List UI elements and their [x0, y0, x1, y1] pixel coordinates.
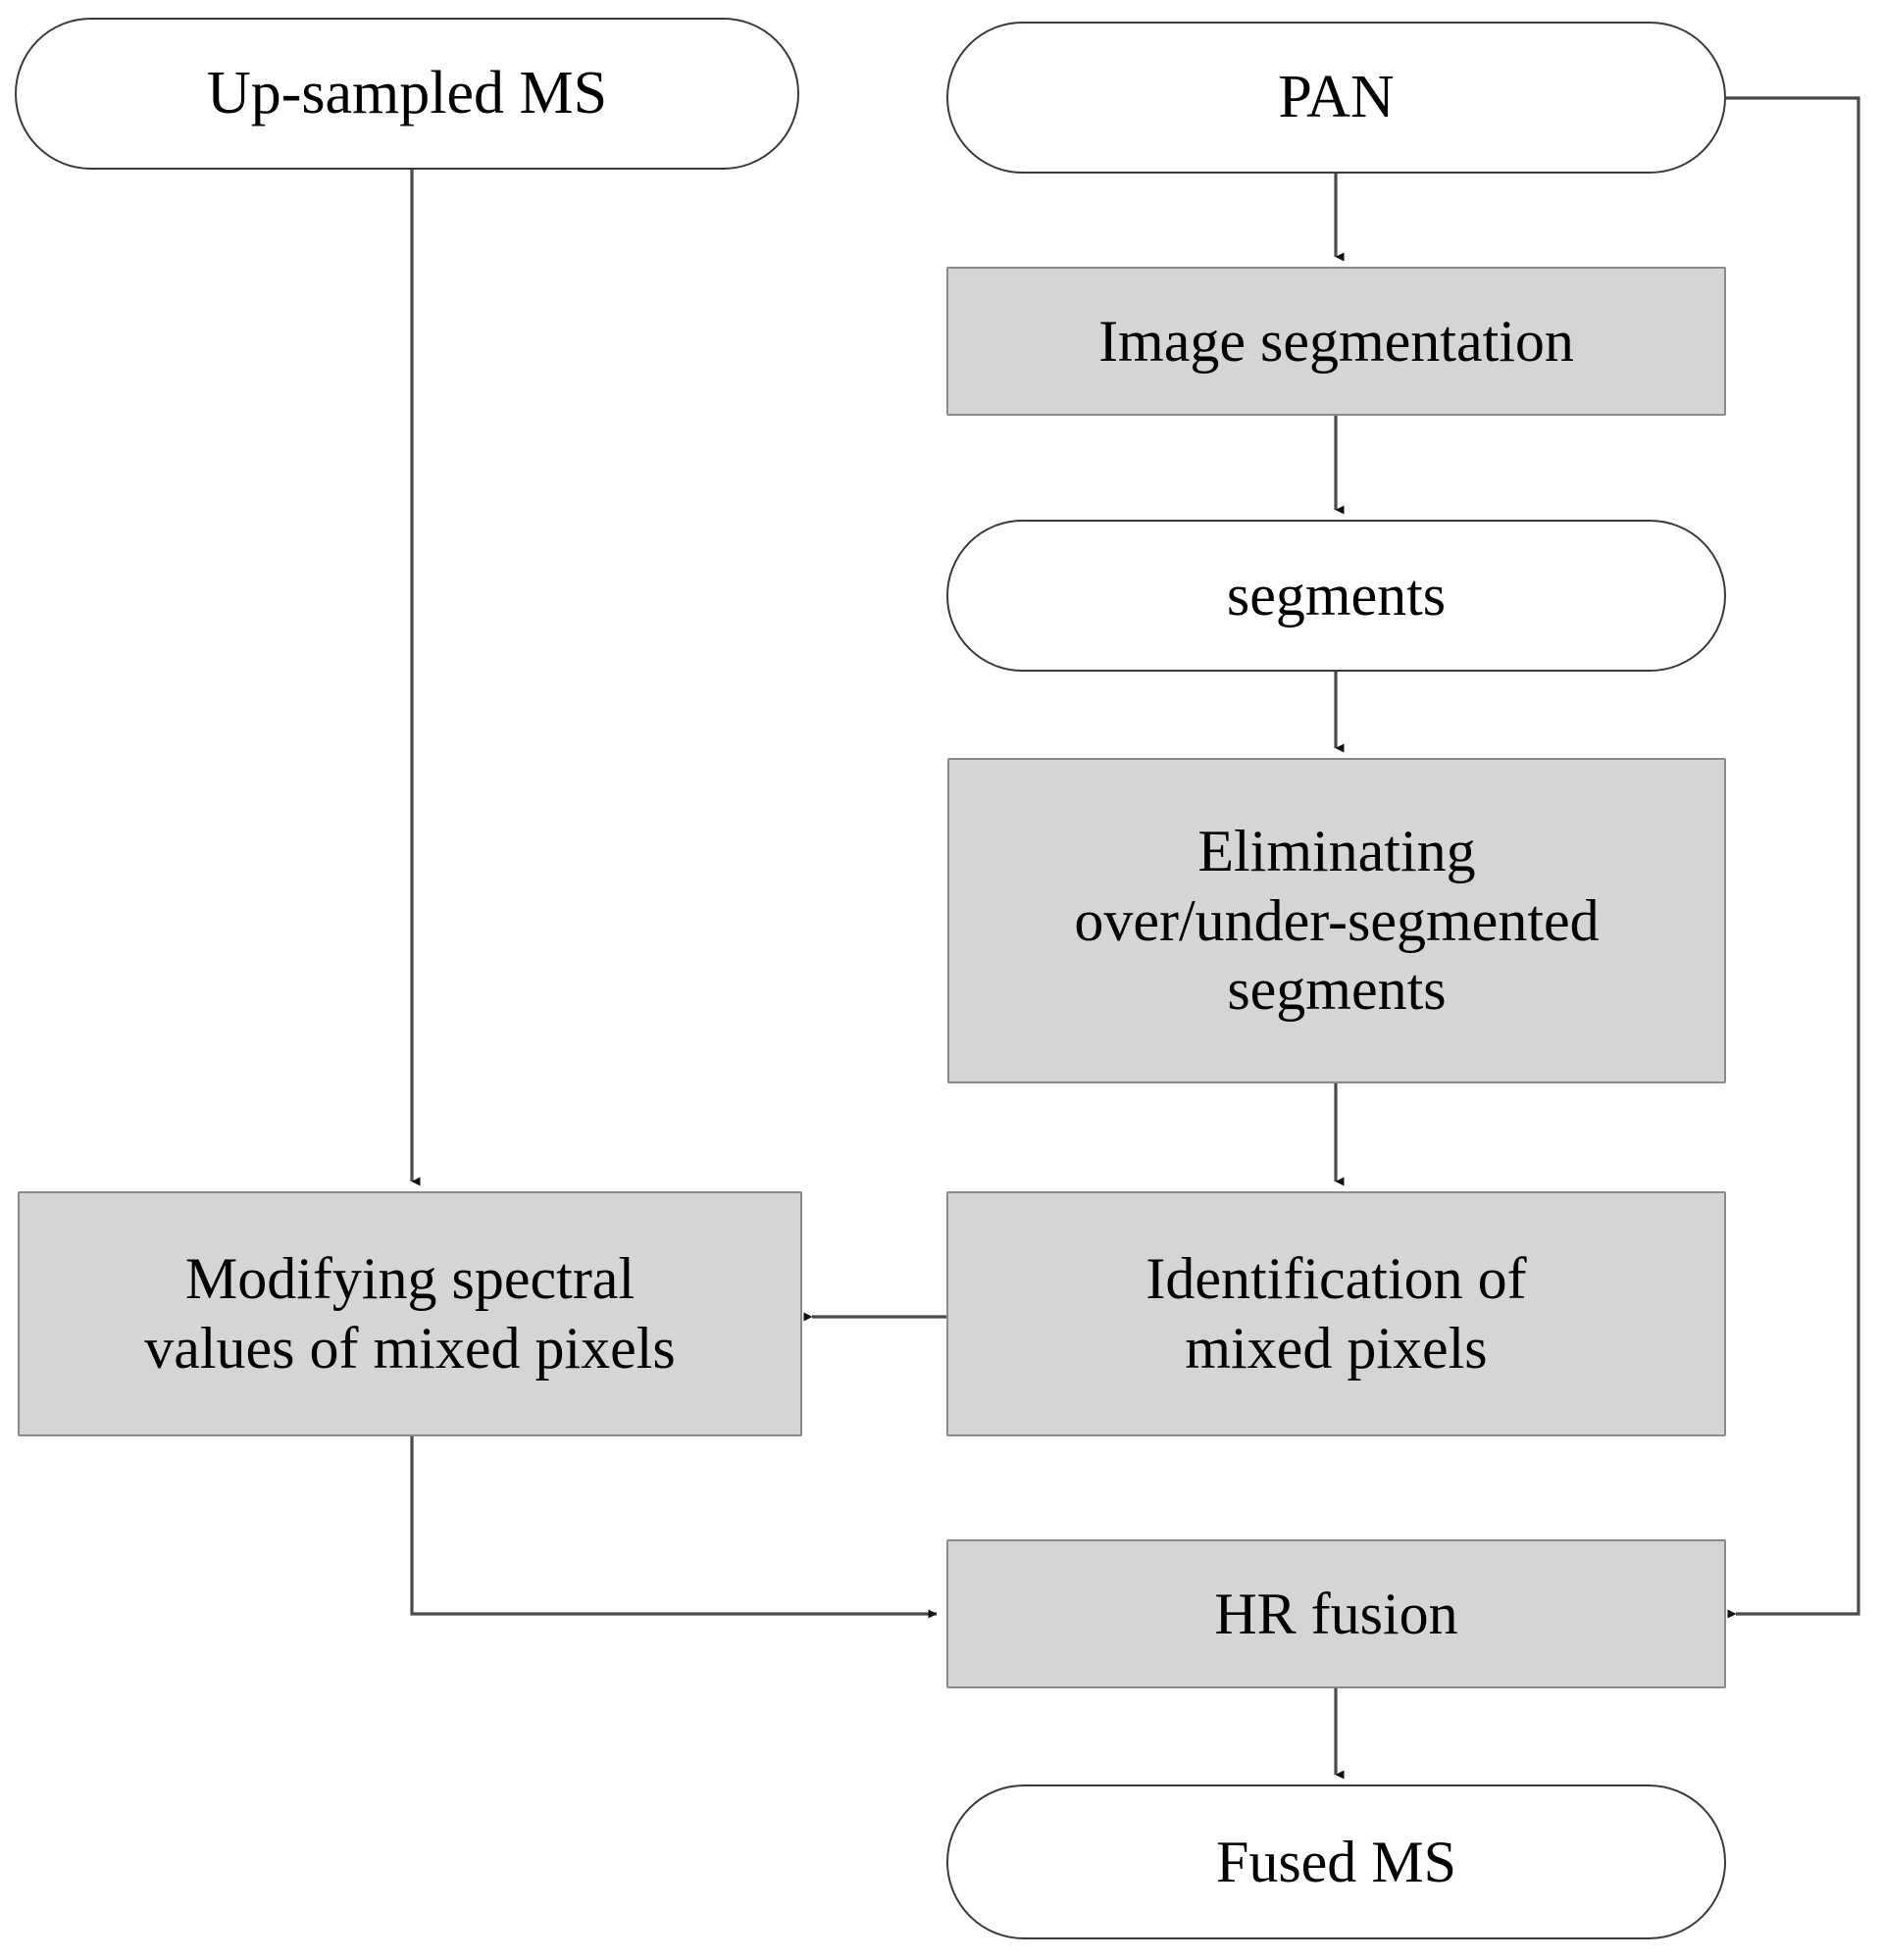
node-label-pan: PAN	[1278, 63, 1395, 130]
node-image-segmentation[interactable]: Image segmentation	[946, 267, 1726, 416]
node-label-up-sampled-ms: Up-sampled MS	[206, 59, 608, 126]
node-label-image-segmentation: Image segmentation	[1098, 308, 1574, 374]
node-label-segments: segments	[1226, 563, 1447, 628]
node-eliminating-segments[interactable]: Eliminating over/under-segmented segment…	[947, 758, 1726, 1083]
node-up-sampled-ms[interactable]: Up-sampled MS	[15, 18, 799, 170]
edge-modifying-to-hr-fusion	[410, 1436, 938, 1619]
node-hr-fusion[interactable]: HR fusion	[946, 1539, 1726, 1688]
edge-pan-to-hr-fusion	[1726, 96, 1860, 1619]
node-label-modifying-spectral-values: Modifying spectral values of mixed pixel…	[144, 1246, 676, 1381]
node-label-identification-mixed-pixels: Identification of mixed pixels	[1145, 1246, 1527, 1381]
node-label-hr-fusion: HR fusion	[1214, 1581, 1458, 1646]
node-label-fused-ms: Fused MS	[1215, 1829, 1457, 1894]
node-label-eliminating-segments: Eliminating over/under-segmented segment…	[1074, 818, 1600, 1023]
node-modifying-spectral-values[interactable]: Modifying spectral values of mixed pixel…	[18, 1191, 802, 1436]
node-pan[interactable]: PAN	[946, 22, 1726, 174]
node-fused-ms[interactable]: Fused MS	[946, 1784, 1726, 1939]
node-segments[interactable]: segments	[946, 520, 1726, 672]
node-identification-mixed-pixels[interactable]: Identification of mixed pixels	[946, 1191, 1726, 1436]
